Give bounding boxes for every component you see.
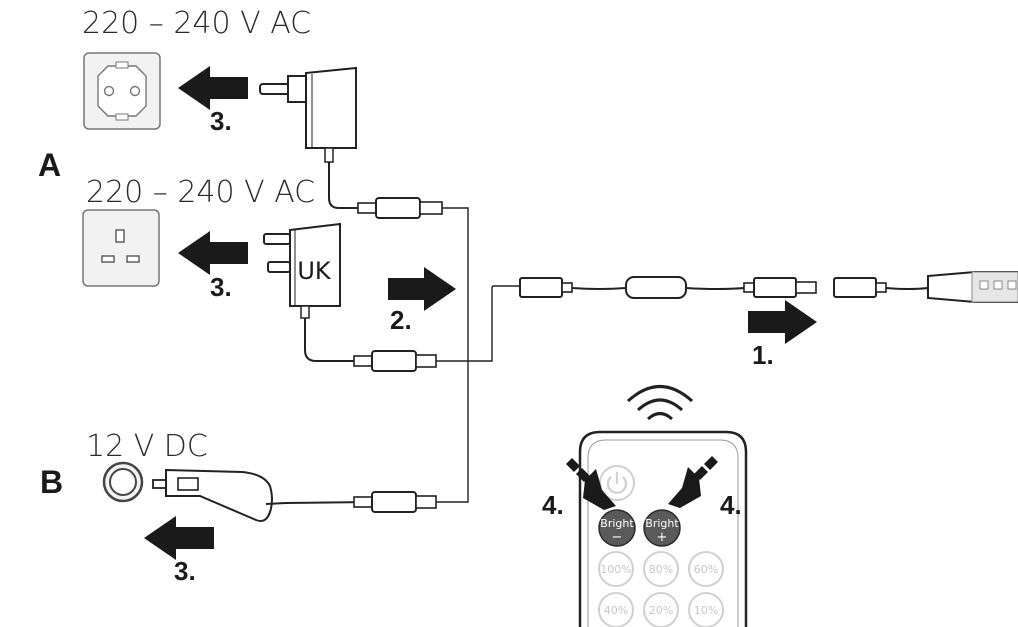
step-3-eu: 3. <box>210 106 232 136</box>
section-label-a: A <box>38 147 61 183</box>
eu-cable-connector <box>357 197 443 219</box>
eu-adapter-cable <box>328 162 378 209</box>
uk-wall-socket-icon <box>82 209 160 287</box>
power-icon <box>606 476 628 494</box>
connection-bracket <box>436 207 469 503</box>
remote-percent-button[interactable]: 10% <box>688 592 724 627</box>
uk-power-adapter-icon: UK <box>263 222 341 319</box>
arrow-left-icon <box>178 66 248 110</box>
remote-percent-button[interactable]: 20% <box>643 592 679 627</box>
arrow-left-icon <box>144 516 214 560</box>
section-label-b: B <box>40 464 63 500</box>
bright-minus-sign: − <box>612 530 623 545</box>
arrow-left-icon <box>178 231 248 275</box>
percent-label: 80% <box>649 563 673 576</box>
voltage-label-eu: 220 – 240 V AC <box>82 6 311 41</box>
remote-percent-button[interactable]: 40% <box>598 592 634 627</box>
car-adapter-icon <box>152 468 273 522</box>
percent-label: 10% <box>694 604 718 617</box>
arrow-right-icon <box>748 300 817 344</box>
step-4-left: 4. <box>542 490 564 520</box>
percent-label: 100% <box>600 563 631 576</box>
percent-label: 20% <box>649 604 673 617</box>
remote-percent-button[interactable]: 100% <box>598 551 634 587</box>
remote-bright-plus-button[interactable]: Bright + <box>643 509 681 547</box>
led-strip-icon <box>833 271 1018 303</box>
step-3-car: 3. <box>174 556 196 586</box>
remote-bright-minus-button[interactable]: Bright − <box>598 509 636 547</box>
arrow-right-icon <box>388 267 456 311</box>
voltage-label-uk: 220 – 240 V AC <box>86 175 315 210</box>
uk-adapter-label: UK <box>297 257 332 285</box>
step-4-right: 4. <box>720 490 742 520</box>
car-socket-icon <box>102 461 144 503</box>
eu-wall-socket-icon <box>83 52 161 130</box>
step-3-uk: 3. <box>210 272 232 302</box>
remote-percent-button[interactable]: 80% <box>643 551 679 587</box>
controller-cable <box>519 276 817 299</box>
uk-adapter-cable <box>304 318 372 362</box>
eu-power-adapter-icon <box>259 66 357 163</box>
percent-label: 40% <box>604 604 628 617</box>
bright-minus-label: Bright <box>600 517 634 530</box>
car-cable-connector <box>353 491 437 513</box>
uk-cable-connector <box>353 350 437 372</box>
step-1: 1. <box>752 340 774 370</box>
connection-to-controller <box>468 285 520 362</box>
car-adapter-cable <box>265 501 373 505</box>
press-arrow-right-icon <box>668 456 718 508</box>
step-2: 2. <box>390 305 412 335</box>
bright-plus-sign: + <box>657 530 668 545</box>
press-arrow-left-icon <box>566 458 616 510</box>
voltage-label-car: 12 V DC <box>86 429 208 464</box>
percent-label: 60% <box>694 563 718 576</box>
remote-percent-button[interactable]: 60% <box>688 551 724 587</box>
bright-plus-label: Bright <box>645 517 679 530</box>
wifi-signal-icon <box>626 385 694 421</box>
